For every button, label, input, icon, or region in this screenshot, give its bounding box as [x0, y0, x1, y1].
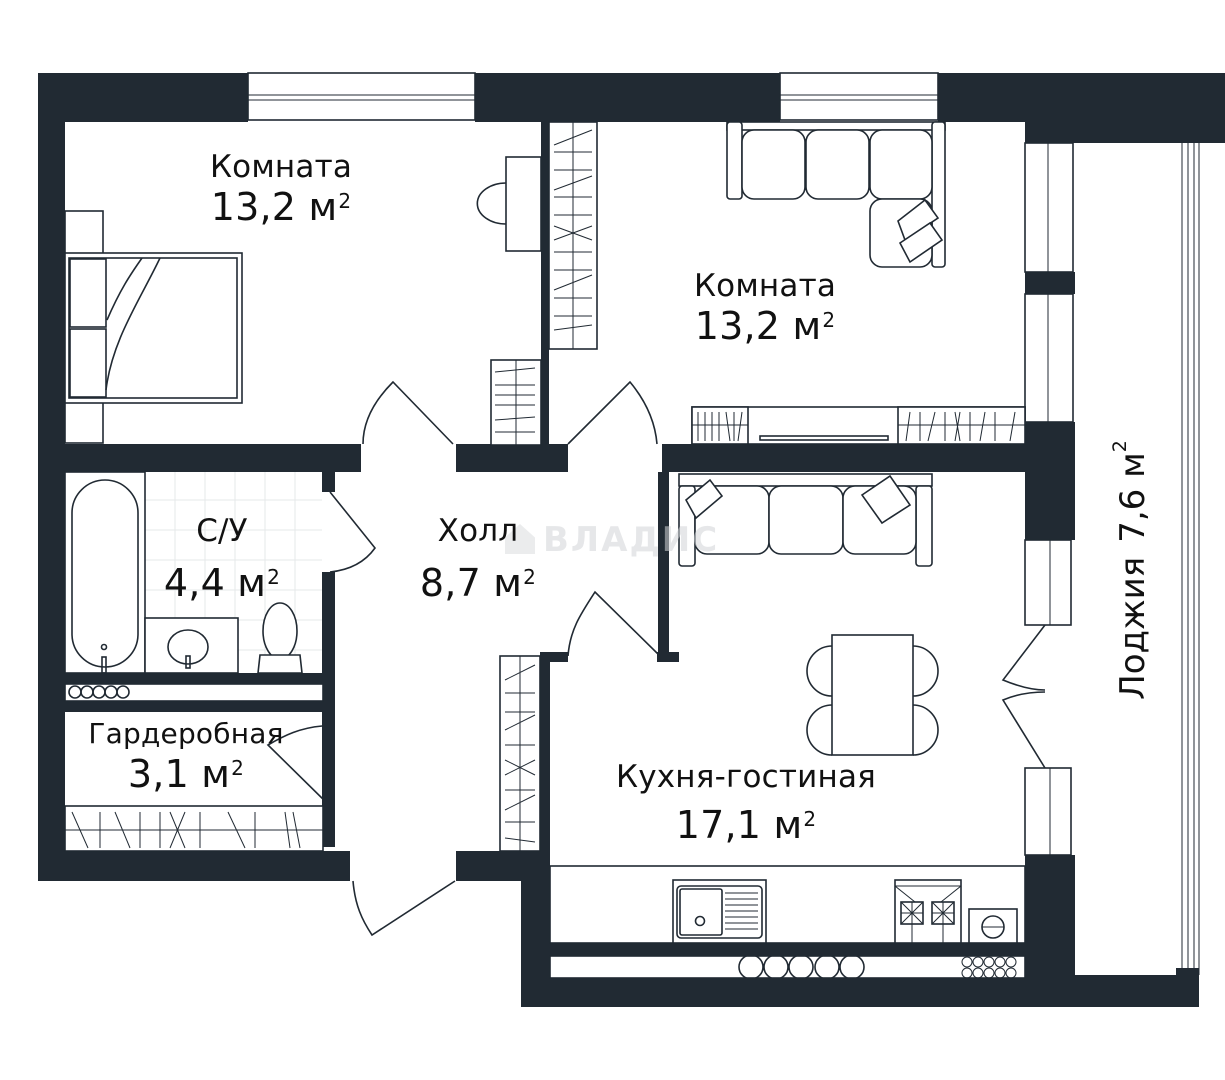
room-label-kitchen-living: Кухня-гостиная 17,1 м2 [616, 759, 876, 847]
corner-sofa-icon [726, 121, 946, 268]
room-label-bathroom: С/У 4,4 м2 [164, 513, 280, 605]
shelf-icon [549, 954, 1026, 980]
door-icon [329, 491, 377, 573]
room-area: 7,6 [1113, 488, 1153, 543]
balcony-door-icon [1001, 624, 1046, 769]
wardrobe-icon [499, 655, 541, 852]
stove-icon [894, 879, 962, 944]
room-name: Комната [693, 268, 837, 304]
room-name: Гардеробная [88, 717, 284, 750]
wardrobe-icon [490, 359, 542, 446]
bathtub-icon [64, 471, 146, 674]
room-area: 3,1 м2 [127, 752, 245, 796]
shelf-icon [64, 683, 324, 702]
room-name: Холл [437, 513, 519, 549]
tv-stand-icon [691, 406, 1026, 445]
windows [247, 72, 1200, 975]
dining-table-icon [806, 634, 939, 756]
door-icon [567, 590, 661, 657]
room-area: 4,4 м2 [163, 561, 281, 605]
washing-machine-icon [968, 908, 1018, 944]
room-name: Лоджия [1113, 556, 1153, 700]
toilet-icon [257, 602, 303, 674]
room-area: 13,2 м2 [694, 304, 836, 348]
desk-icon [476, 156, 542, 252]
room-label-bedroom-1: Комната 13,2 м2 [210, 149, 352, 229]
kitchen-sink-icon [672, 879, 767, 944]
room-name: Комната [209, 149, 353, 185]
room-name: Кухня-гостиная [615, 759, 877, 795]
bed-icon [64, 210, 243, 444]
room-label-loggia: Лоджия7,6 м2 [1109, 440, 1153, 700]
room-area: 17,1 м2 [675, 803, 817, 847]
entrance-door-icon [352, 880, 456, 937]
room-area: 13,2 м2 [210, 185, 352, 229]
wardrobe-icon [64, 805, 324, 852]
watermark: ВЛАДИС [505, 520, 719, 560]
wardrobe-icon [548, 121, 598, 350]
walls [38, 73, 1225, 1007]
room-label-bedroom-2: Комната 13,2 м2 [694, 268, 836, 348]
room-label-wardrobe: Гардеробная 3,1 м2 [88, 716, 283, 796]
room-area: 8,7 м2 [419, 561, 537, 605]
door-icon [266, 725, 331, 807]
room-label-hall: Холл 8,7 м2 [420, 513, 536, 605]
sofa-icon [678, 473, 933, 567]
room-name: С/У [196, 513, 248, 549]
sink-icon [144, 617, 239, 674]
door-icon [362, 380, 454, 445]
door-icon [567, 380, 658, 445]
